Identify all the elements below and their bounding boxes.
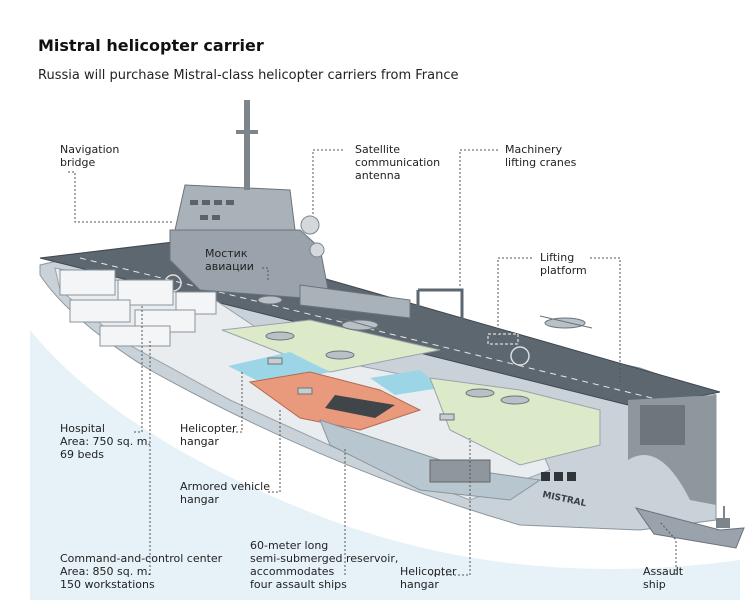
diagram-title: Mistral helicopter carrier [38,36,264,55]
diagram-subtitle: Russia will purchase Mistral-class helic… [38,68,459,83]
